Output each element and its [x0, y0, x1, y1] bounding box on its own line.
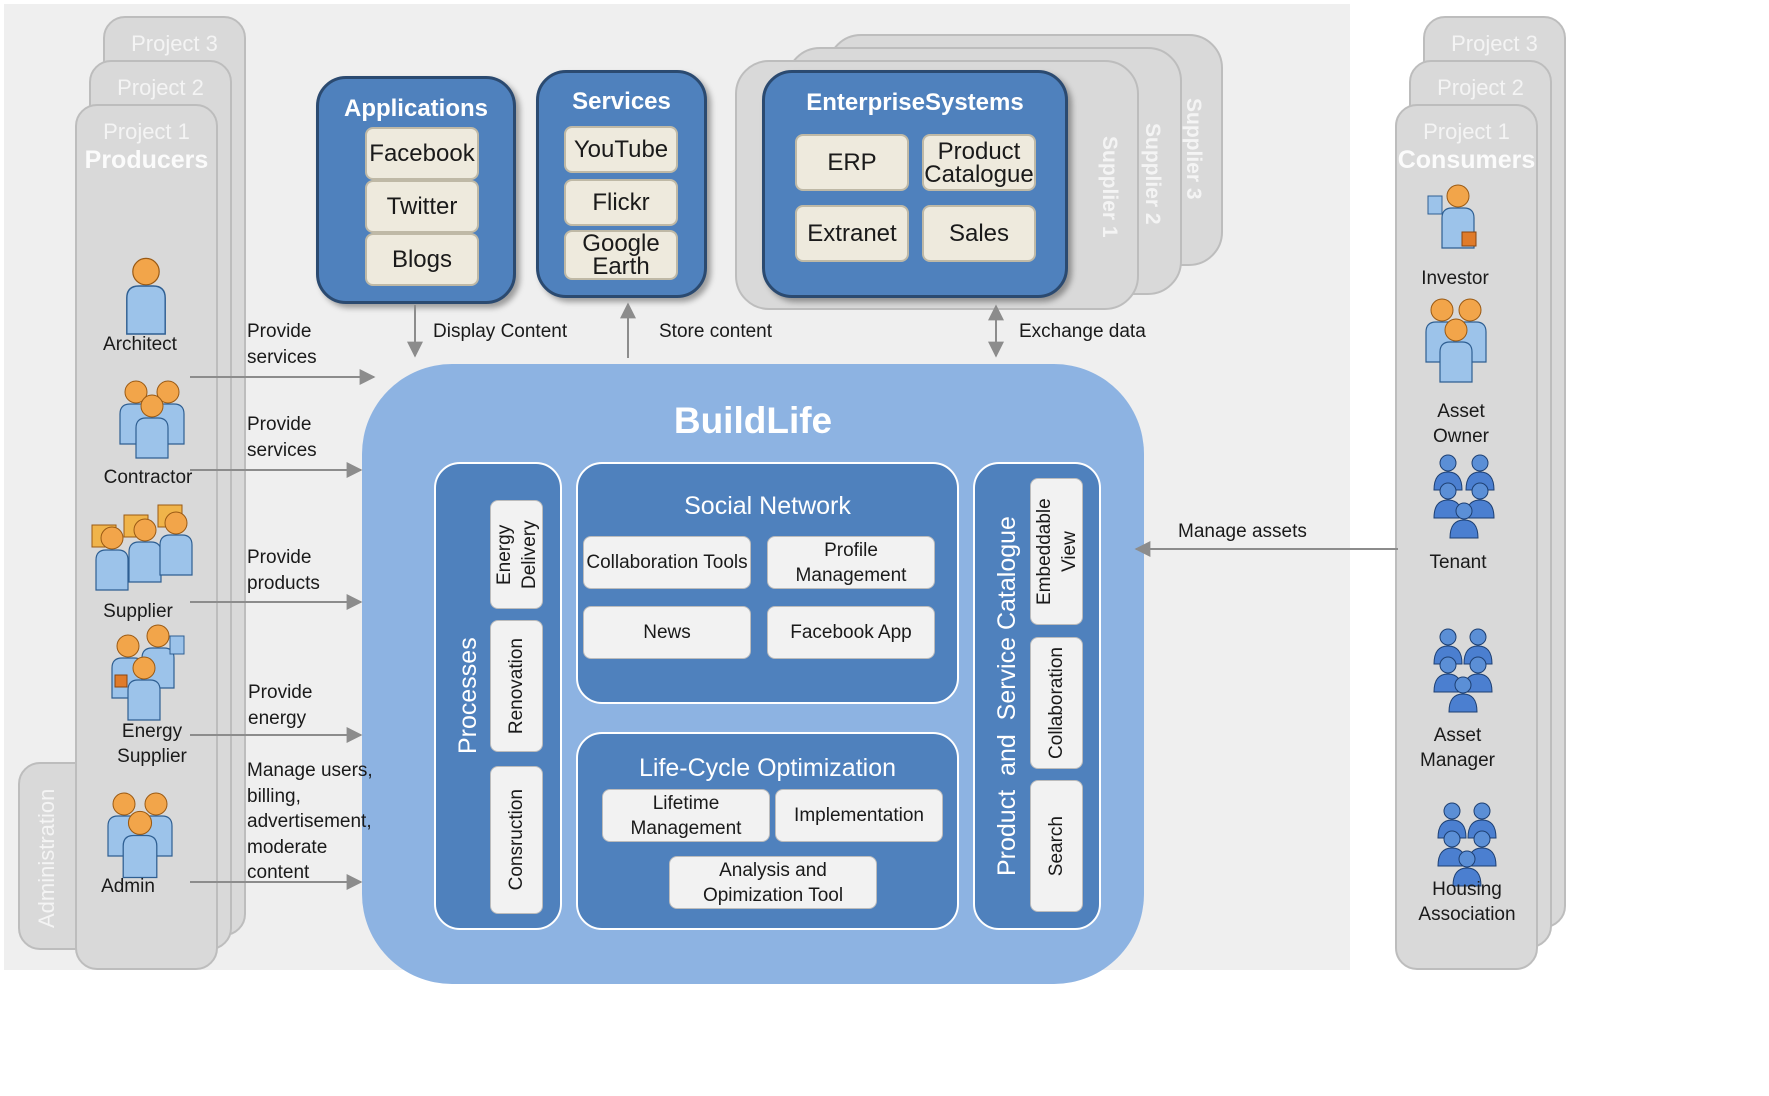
facebook-app-item: Facebook App [767, 606, 935, 659]
investor-icon [1427, 184, 1477, 249]
analysis-optimization-item: Analysis and Opimization Tool [669, 856, 877, 909]
manage-users-label: Manage users, billing, advertisement, mo… [247, 760, 373, 883]
provide-products-label: Provide products [247, 547, 320, 594]
google-earth-item: Google Earth [564, 230, 678, 280]
news-item: News [583, 606, 751, 659]
manage-assets-label: Manage assets [1178, 521, 1307, 542]
exchange-data-label: Exchange data [1019, 321, 1146, 342]
buildlife-title: BuildLife [673, 400, 833, 441]
implementation-item: Implementation [775, 789, 943, 842]
project1-label: Project 1 [103, 119, 190, 144]
enterprise-systems-box: EnterpriseSystems ERP Product Catalogue … [762, 70, 1068, 298]
enterprise-title: EnterpriseSystems [806, 89, 1024, 116]
admin-icon [107, 792, 173, 879]
architect-icon [126, 257, 166, 335]
project1-label: Project 1 [1423, 119, 1510, 144]
architect-label: Architect [103, 334, 177, 355]
energy-supplier-icon [111, 624, 185, 721]
provide-energy-label: Provide energy [248, 682, 313, 729]
profile-management-item: Profile Management [767, 536, 935, 589]
tenant-icon [1433, 454, 1495, 539]
project3-label: Project 3 [131, 31, 218, 56]
asset-owner-label: Asset Owner [1433, 401, 1489, 447]
product-catalogue-item: Product Catalogue [922, 134, 1036, 191]
asset-manager-icon [1433, 628, 1493, 713]
lifetime-management-item: Lifetime Management [602, 789, 770, 842]
housing-association-icon [1437, 802, 1497, 887]
contractor-label: Contractor [103, 467, 193, 488]
supplier3-label: Supplier 3 [1182, 98, 1205, 200]
search-item: Search [1030, 780, 1083, 912]
collaboration-tools-item: Collaboration Tools [583, 536, 751, 589]
store-content-label: Store content [659, 321, 773, 342]
blogs-item: Blogs [365, 233, 479, 286]
project2-label: Project 2 [1437, 75, 1524, 100]
applications-box: Applications Facebook Twitter Blogs [316, 76, 516, 304]
consumers-title: Consumers [1397, 146, 1536, 174]
supplier-label: Supplier [103, 601, 173, 622]
extranet-item: Extranet [795, 205, 909, 262]
youtube-item: YouTube [564, 126, 678, 173]
renovation-item: Renovation [490, 620, 543, 752]
producers-title: Producers [84, 146, 209, 174]
supplier-icon [91, 504, 193, 591]
display-content-label: Display Content [433, 321, 568, 342]
asset-owner-icon [1425, 298, 1487, 383]
asset-manager-label: Asset Manager [1420, 725, 1495, 771]
erp-item: ERP [795, 134, 909, 191]
provide-services-label: Provide services [247, 414, 317, 461]
tenant-label: Tenant [1429, 552, 1487, 573]
supplier1-label: Supplier 1 [1098, 136, 1121, 238]
housing-association-label: Housing Association [1418, 879, 1516, 925]
social-network-title: Social Network [684, 492, 851, 520]
investor-label: Investor [1421, 268, 1489, 289]
sales-item: Sales [922, 205, 1036, 262]
construction-item: Consruction [490, 766, 543, 914]
contractor-icon [119, 380, 185, 459]
applications-title: Applications [343, 95, 488, 122]
supplier2-label: Supplier 2 [1141, 123, 1164, 225]
lifecycle-title: Life-Cycle Optimization [638, 754, 897, 782]
provide-services-label: Provide services [247, 321, 317, 368]
project2-label: Project 2 [117, 75, 204, 100]
services-title: Services [572, 88, 671, 115]
flickr-item: Flickr [564, 179, 678, 226]
admin-label: Admin [101, 876, 155, 897]
collaboration-item: Collaboration [1030, 637, 1083, 769]
facebook-item: Facebook [365, 127, 479, 180]
twitter-item: Twitter [365, 180, 479, 233]
services-box: Services YouTube Flickr Google Earth [536, 70, 707, 298]
embeddable-view-item: Embeddable View [1030, 478, 1083, 625]
energy-delivery-item: Energy Delivery [490, 500, 543, 609]
project3-label: Project 3 [1451, 31, 1538, 56]
energy-supplier-label: Energy Supplier [117, 721, 187, 767]
